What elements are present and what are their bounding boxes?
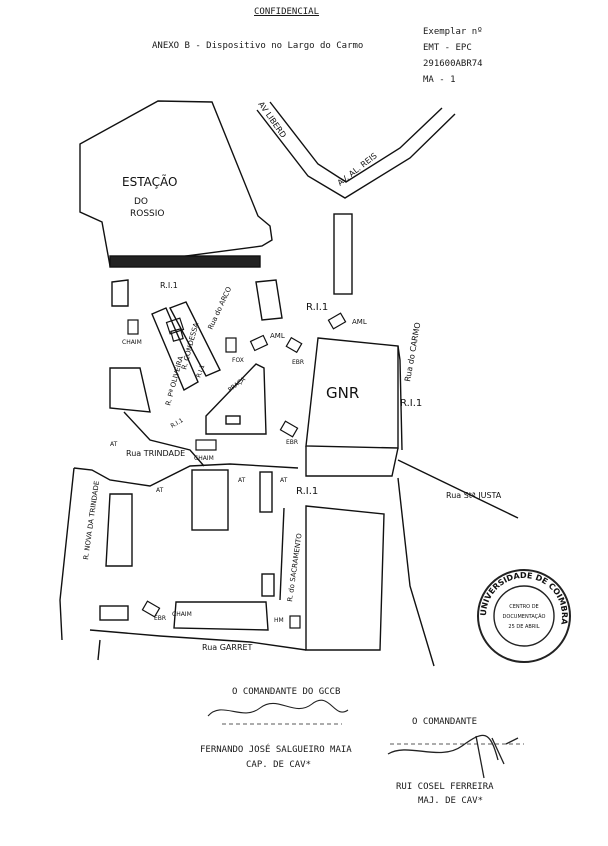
label-rua-garret: Rua GARRET <box>202 643 253 652</box>
label-rossio: ROSSIO <box>130 209 165 219</box>
street-sta-justa <box>397 459 519 519</box>
archive-stamp: UNIVERSIDADE DE COIMBRA CENTRO DE DOCUME… <box>477 569 571 663</box>
label-chaim-2: CHAIM <box>194 455 214 462</box>
street-rua-do-carmo-right <box>397 345 403 451</box>
label-do: DO <box>134 197 148 207</box>
block-condessa-2 <box>169 301 221 377</box>
fox-symbol <box>225 337 237 353</box>
block-condessa <box>151 307 199 391</box>
block-big-right <box>305 505 385 651</box>
classification-label: CONFIDENCIAL <box>254 7 320 17</box>
right-signatory-title: O COMANDANTE <box>412 717 478 727</box>
ref-line-3: 291600ABR74 <box>423 59 483 69</box>
street-left-bottom <box>97 639 101 661</box>
block-center <box>191 469 229 531</box>
aml-symbol-left <box>165 317 185 335</box>
label-ebr-3: EBR <box>154 615 166 622</box>
block-bottom-narrow <box>261 573 275 597</box>
label-r-nova-trindade: R. NOVA DA TRINDADE <box>82 480 101 560</box>
label-ri1-top: R.I.1 <box>306 302 328 313</box>
chaim-symbol-1 <box>127 319 139 335</box>
chaim-symbol-2 <box>195 439 217 451</box>
label-at-1: AT <box>110 441 118 448</box>
right-signature-scribble <box>387 734 524 779</box>
label-ri1-small: R.I.1 <box>170 417 185 430</box>
left-signatory-name: FERNANDO JOSÉ SALGUEIRO MAIA <box>200 745 352 755</box>
hm-symbol <box>289 615 301 629</box>
label-r-sacramento: R. do SACRAMENTO <box>286 532 304 602</box>
label-fox: FOX <box>232 357 244 364</box>
ref-line-2: EMT - EPC <box>423 43 472 53</box>
estacao-rossio-building <box>79 100 273 267</box>
label-hm: HM <box>274 617 284 624</box>
label-at-2: AT <box>156 487 164 494</box>
ebr-symbol-3 <box>141 600 161 618</box>
label-ebr-1: EBR <box>292 359 304 366</box>
block-bottom-wide <box>173 601 269 631</box>
praca-triangle <box>205 363 267 435</box>
label-chaim-1: CHAIM <box>122 339 142 346</box>
av-liberdade-line <box>256 109 456 199</box>
block-trindade <box>105 493 133 567</box>
label-rua-do-carmo: Rua do CARMO <box>403 322 422 383</box>
document-title: ANEXO B - Dispositivo no Largo do Carmo <box>152 41 364 51</box>
label-at-4: AT <box>280 477 288 484</box>
building-narrow-top <box>333 213 353 295</box>
block-under-station <box>111 279 129 307</box>
stamp-line-1: CENTRO DE <box>509 604 538 610</box>
aml-symbol-2 <box>327 312 347 330</box>
label-ri1-small2: R.I.1 <box>195 364 206 379</box>
block-arco <box>255 279 283 321</box>
label-estacao: ESTAÇÃO <box>122 174 177 189</box>
left-signatory-rank: CAP. DE CAV* <box>246 760 312 770</box>
street-sta-justa-2 <box>397 477 435 667</box>
label-ebr-2: EBR <box>286 439 298 446</box>
ebr-symbol-1 <box>285 336 303 354</box>
label-aml-2: AML <box>352 318 367 326</box>
ebr-symbol-2 <box>279 420 299 438</box>
block-bottom-small <box>99 605 129 621</box>
label-av-al-reis: AV. AL. REIS <box>336 151 379 187</box>
street-sacramento-edge <box>279 507 285 601</box>
label-rua-trindade: Rua TRINDADE <box>126 449 185 458</box>
street-trindade-edge <box>73 463 299 487</box>
street-garrett <box>89 629 307 651</box>
street-nova-trindade <box>59 467 75 641</box>
label-chaim-3: CHAIM <box>172 611 192 618</box>
label-rua-do-arco: Rua do ARCO <box>207 285 234 331</box>
label-gnr: GNR <box>326 384 359 402</box>
right-signatory-name: RUI COSEL FERREIRA <box>396 782 494 792</box>
label-r-p-oliveira: R. Pª OLIVEIRA <box>164 355 185 406</box>
left-signatory-title: O COMANDANTE DO GCCB <box>232 687 341 697</box>
label-at-3: AT <box>238 477 246 484</box>
stamp-line-2: DOCUMENTAÇÃO <box>503 613 546 620</box>
ref-line-4: MA - 1 <box>423 75 456 85</box>
chaim-symbol-3 <box>170 328 184 342</box>
block-left-1 <box>109 367 151 413</box>
ref-line-1: Exemplar nº <box>423 27 483 37</box>
label-ri1-bottom: R.I.1 <box>296 486 318 497</box>
label-praca: PRAÇA <box>227 375 248 393</box>
label-ri1-right: R.I.1 <box>400 398 422 409</box>
label-aml-1: AML <box>270 332 285 340</box>
label-rua-sta-justa: Rua Stª JUSTA <box>446 491 502 500</box>
aml-symbol-1 <box>249 334 269 352</box>
av-al-reis-line <box>269 101 443 183</box>
block-center-narrow <box>259 471 273 513</box>
label-ri1-rossio: R.I.1 <box>160 281 178 290</box>
stamp-line-3: 25 DE ABRIL <box>508 624 539 630</box>
station-front-hatch <box>109 255 261 268</box>
left-signature-scribble <box>207 699 349 725</box>
right-signatory-rank: MAJ. DE CAV* <box>418 796 484 806</box>
